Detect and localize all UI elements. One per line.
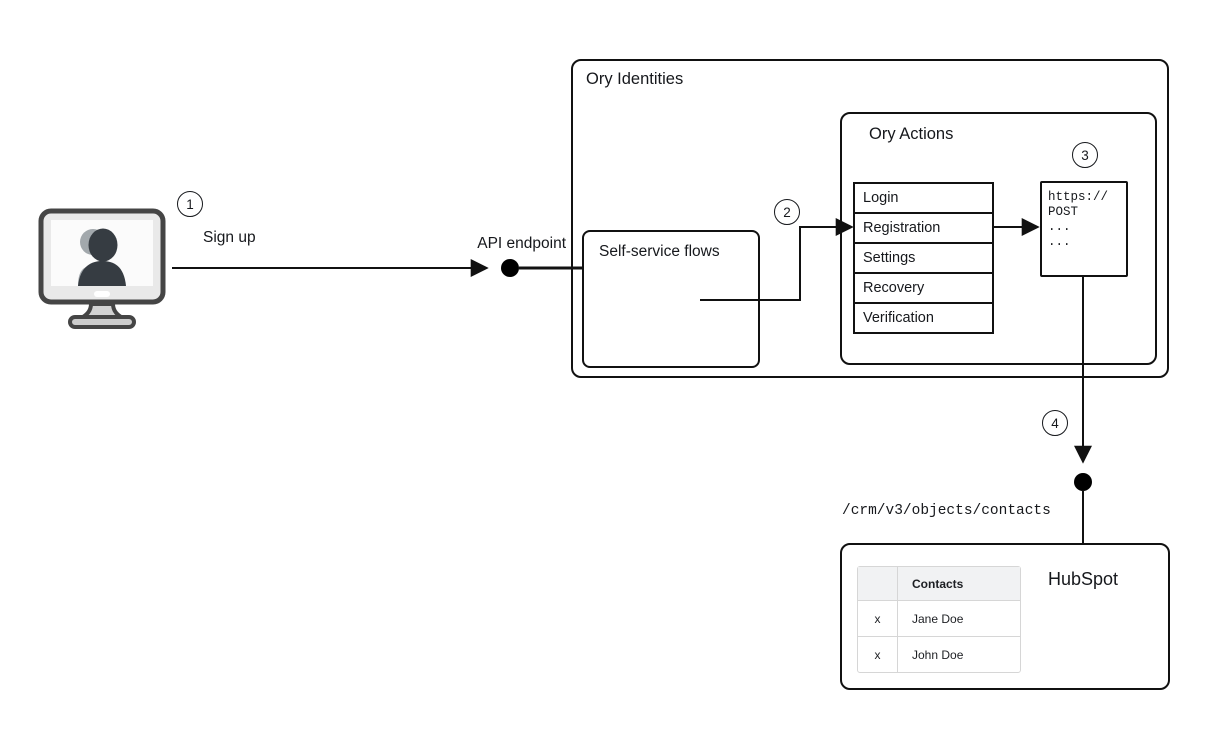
flow-row-recovery: Recovery	[853, 272, 994, 304]
contact-delete-cell: x	[858, 637, 898, 672]
api-endpoint-dot	[501, 259, 519, 277]
flow-row-registration: Registration	[853, 212, 994, 244]
flow-row-settings: Settings	[853, 242, 994, 274]
webhook-code-box: https:// POST ... ...	[1040, 181, 1128, 277]
contacts-table-header-cell: Contacts	[912, 576, 964, 591]
api-endpoint-label: API endpoint	[477, 235, 566, 252]
contacts-table: Contacts x Jane Doe x John Doe	[857, 566, 1021, 673]
contact-delete-cell: x	[858, 601, 898, 636]
ory-identities-title: Ory Identities	[586, 70, 684, 88]
hubspot-title: HubSpot	[1048, 569, 1119, 589]
monitor-user-icon	[38, 208, 166, 329]
webhook-code-line: https://	[1048, 190, 1109, 204]
crm-endpoint-dot	[1074, 473, 1092, 491]
step-badge-4: 4	[1042, 410, 1068, 436]
contacts-table-row: x Jane Doe	[858, 600, 1020, 636]
self-service-flows-box: Self-service flows	[582, 230, 760, 368]
flow-row-verification: Verification	[853, 302, 994, 334]
flow-row-login: Login	[853, 182, 994, 214]
ory-actions-title: Ory Actions	[869, 125, 954, 143]
contacts-table-row: x John Doe	[858, 636, 1020, 672]
step-badge-1: 1	[177, 191, 203, 217]
signup-label: Sign up	[203, 229, 256, 246]
flow-list: Login Registration Settings Recovery Ver…	[853, 182, 994, 334]
webhook-code-line: POST	[1048, 205, 1079, 219]
contacts-table-header-row: Contacts	[858, 567, 1020, 600]
self-service-flows-title: Self-service flows	[599, 243, 720, 260]
webhook-code-line: ...	[1048, 235, 1071, 249]
contact-name-cell: John Doe	[912, 647, 964, 662]
contact-name-cell: Jane Doe	[912, 611, 964, 626]
step-badge-3: 3	[1072, 142, 1098, 168]
webhook-code-line: ...	[1048, 220, 1071, 234]
contacts-table-header-cell	[858, 567, 898, 600]
hubspot-box: HubSpot Contacts x Jane Doe x John Doe	[840, 543, 1170, 690]
crm-endpoint-path-label: /crm/v3/objects/contacts	[842, 503, 1051, 519]
step-badge-2: 2	[774, 199, 800, 225]
